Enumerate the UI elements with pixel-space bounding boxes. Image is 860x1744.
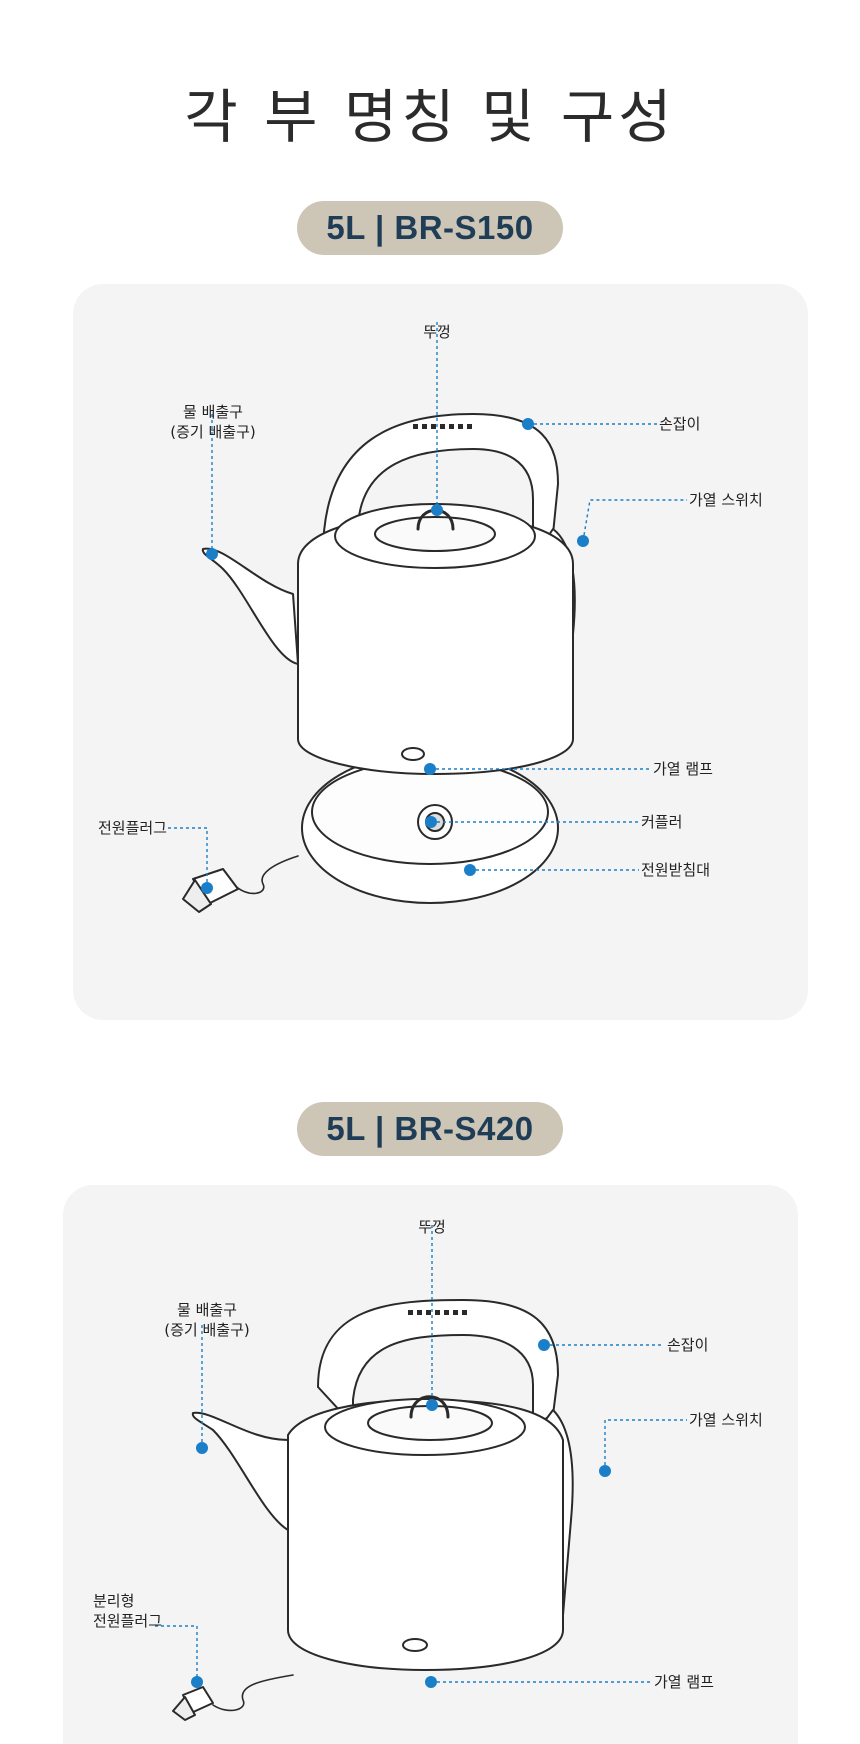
marker-spout [196,1442,208,1454]
marker-lamp [424,763,436,775]
marker-switch [577,535,589,547]
marker-spout [206,548,218,560]
marker-coupler [425,816,437,828]
kettle-spout [201,547,299,665]
label-spout-line1: 물 배출구 [183,403,243,421]
kettle-handle [317,1299,559,1426]
diagram-panel-br-s420: 뚜껑 물 배출구 (증기 배출구) 손잡이 가열 스위치 가열 램프 분리형 전… [63,1185,798,1744]
label-spout: 물 배출구 (증기 배출구) [155,402,271,442]
label-plug-line2: 전원플러그 [93,1612,163,1630]
label-spout: 물 배출구 (증기 배출구) [149,1300,265,1340]
marker-base [464,864,476,876]
marker-lamp [425,1676,437,1688]
model-badge-br-s150: 5L | BR-S150 [297,201,563,255]
marker-plug [191,1676,203,1688]
label-handle: 손잡이 [667,1336,709,1354]
label-plug: 분리형 전원플러그 [93,1591,162,1631]
kettle-handle [322,413,559,560]
marker-switch [599,1465,611,1477]
page-title: 각 부 명칭 및 구성 [184,83,676,151]
marker-handle [522,418,534,430]
label-switch: 가열 스위치 [689,1411,763,1429]
marker-plug [201,882,213,894]
label-lid: 뚜껑 [418,1218,446,1236]
label-coupler: 커플러 [641,813,683,831]
label-spout-line1: 물 배출구 [177,1301,237,1319]
diagram-panel-br-s150: 뚜껑 물 배출구 (증기 배출구) 손잡이 가열 스위치 가열 램프 커플러 전… [73,284,808,1020]
label-switch: 가열 스위치 [689,491,763,509]
kettle-spout [191,1411,289,1531]
kettle-diagram-br-s150 [168,322,687,913]
label-handle: 손잡이 [659,415,701,433]
label-base: 전원받침대 [641,861,711,879]
label-lamp: 가열 램프 [654,1673,714,1691]
marker-handle [538,1339,550,1351]
label-lid: 뚜껑 [423,323,451,341]
label-plug: 전원플러그 [97,819,167,837]
label-spout-line2: (증기 배출구) [170,423,256,441]
marker-lid [431,504,443,516]
model-badge-br-s420: 5L | BR-S420 [297,1102,563,1156]
label-lamp: 가열 램프 [653,760,713,778]
marker-lid [426,1399,438,1411]
label-plug-line1: 분리형 [93,1592,135,1610]
kettle-diagram-br-s420 [155,1225,687,1721]
label-spout-line2: (증기 배출구) [164,1321,250,1339]
